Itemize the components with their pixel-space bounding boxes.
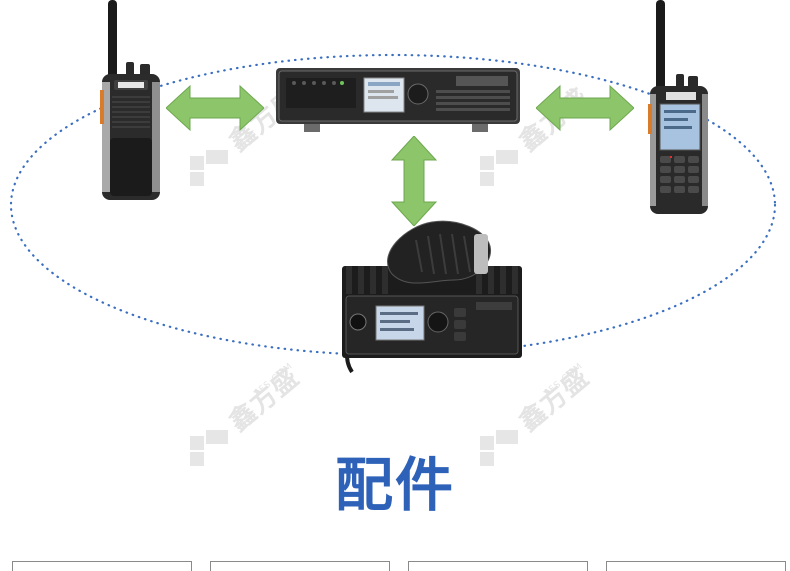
watermark-logo: 鑫方盛 XFS.COM [480, 361, 600, 480]
double-arrow-icon [390, 136, 438, 226]
handheld-radio-left [100, 0, 160, 200]
double-arrow-icon [536, 84, 634, 132]
mobile-radio [342, 220, 522, 374]
accessory-tabs [0, 561, 790, 571]
repeater-device [276, 68, 520, 132]
handheld-radio-right [648, 0, 708, 214]
section-title: 配件 [334, 451, 455, 519]
accessory-tab[interactable] [606, 561, 786, 571]
accessory-tab[interactable] [408, 561, 588, 571]
double-arrow-icon [166, 84, 264, 132]
watermark-logo: 鑫方盛 [190, 83, 310, 200]
accessory-tab[interactable] [210, 561, 390, 571]
accessory-tab[interactable] [12, 561, 192, 571]
watermark-logo: 鑫方盛 XFS.COM [190, 361, 310, 480]
watermark-logo: 鑫方盛 [480, 83, 600, 200]
